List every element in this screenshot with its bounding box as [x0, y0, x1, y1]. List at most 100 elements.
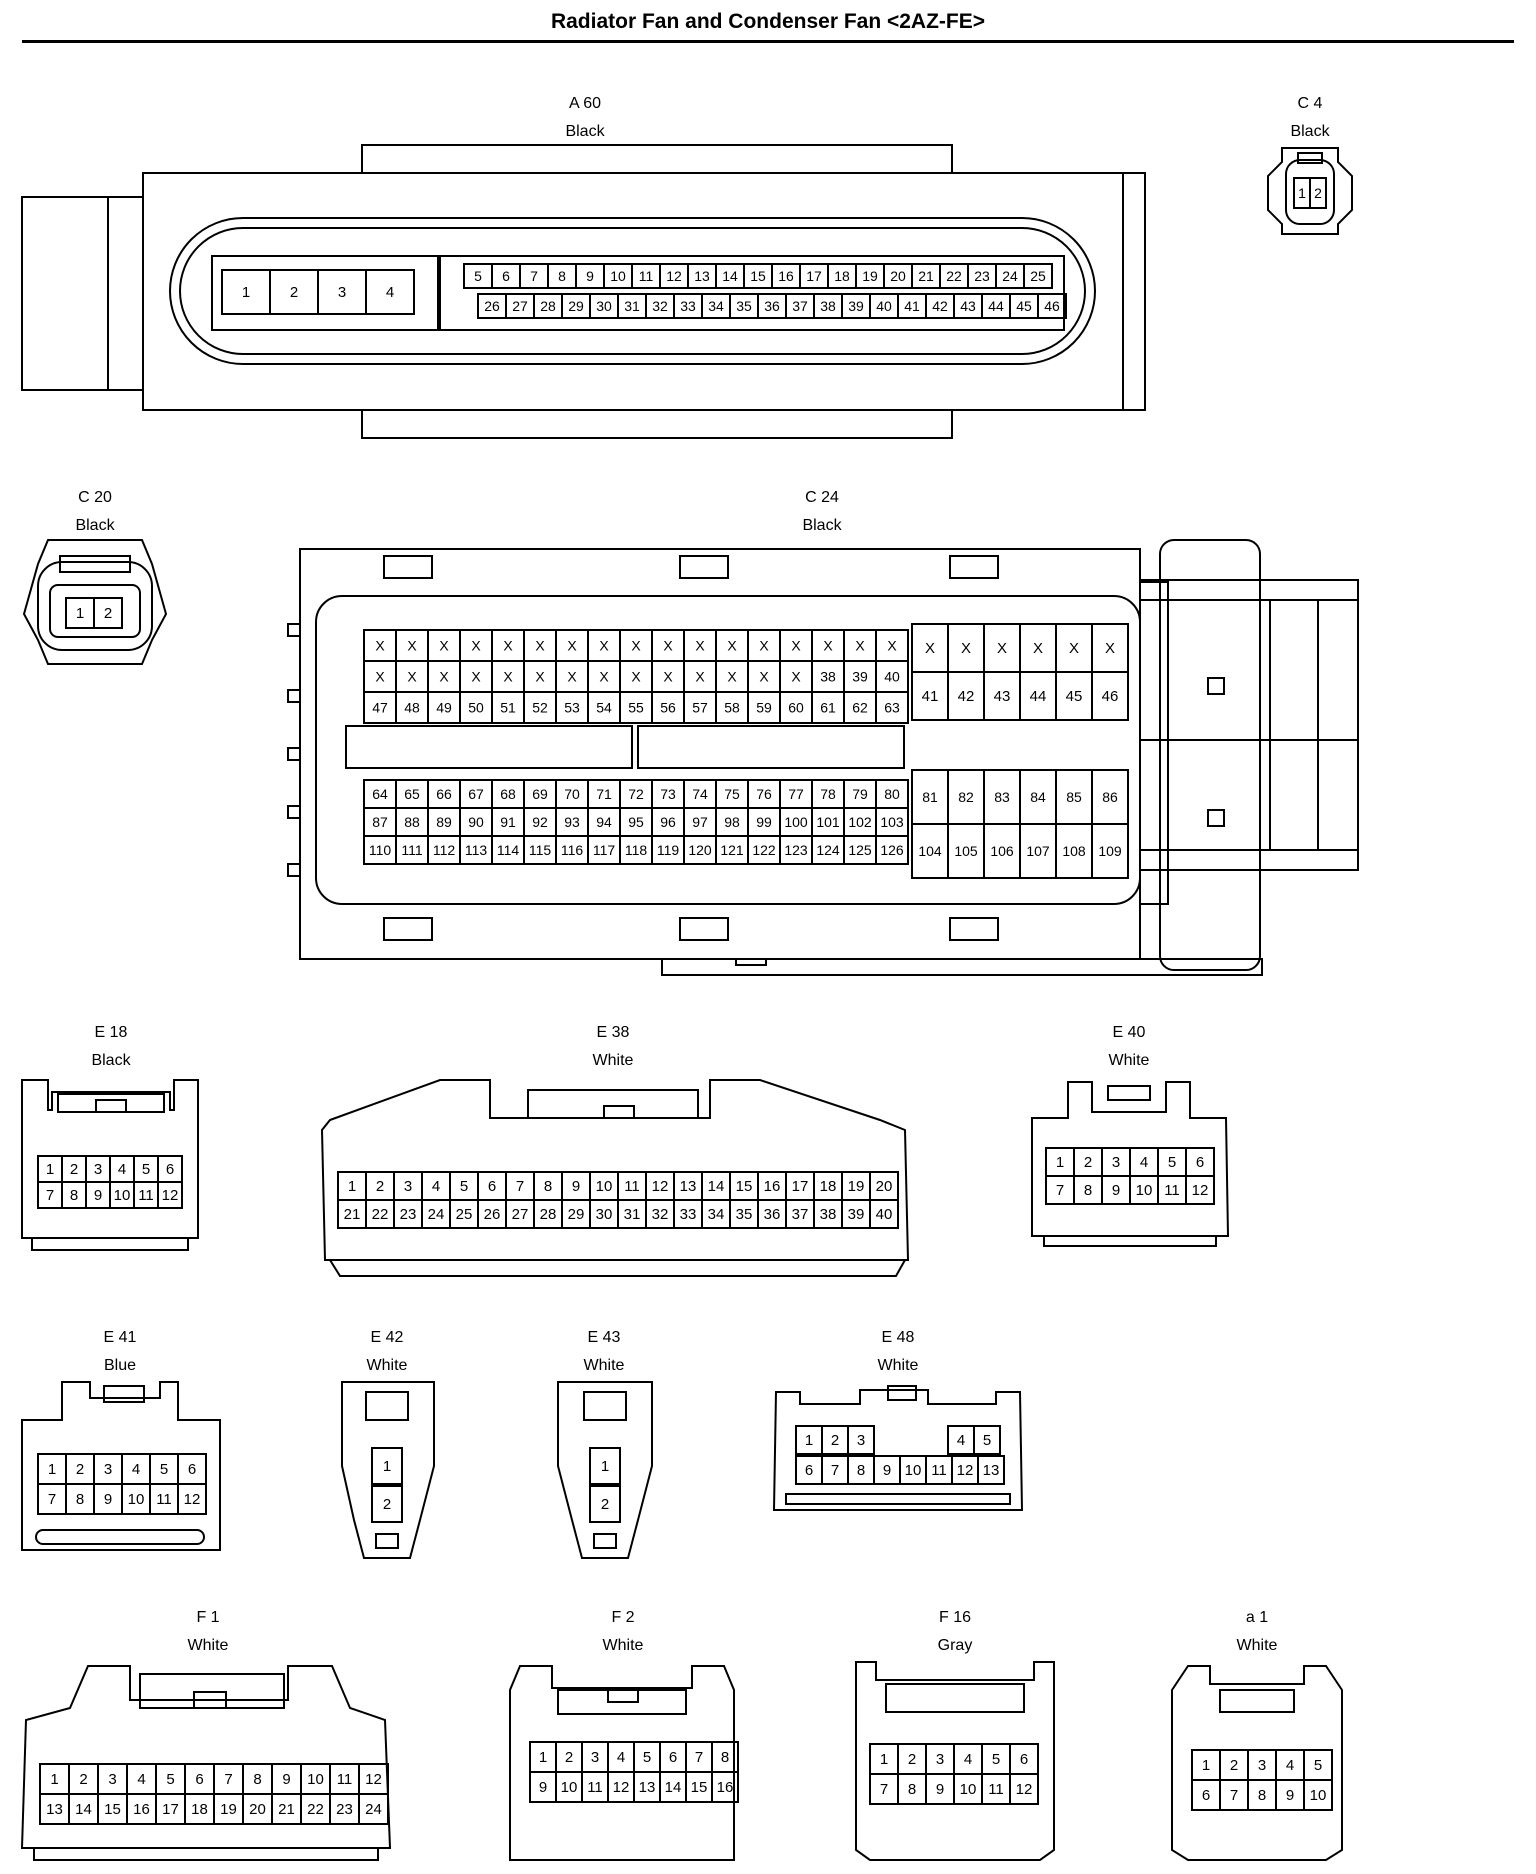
f2-code: F 2	[611, 1609, 634, 1626]
pin-label: 120	[688, 842, 712, 858]
pin-label: 28	[540, 1206, 557, 1223]
pin-label: 10	[596, 1178, 613, 1195]
pin-label: 15	[736, 1178, 753, 1195]
pin-label: 7	[48, 1491, 56, 1508]
pin-label: 25	[1030, 268, 1046, 284]
pin-label: 2	[1084, 1154, 1092, 1171]
pin-label: 5	[474, 268, 482, 284]
pin-label: 3	[108, 1771, 116, 1788]
pin-label: 37	[792, 298, 808, 314]
pin-cell	[177, 1483, 207, 1515]
pin-label: 12	[365, 1771, 382, 1788]
pin-label: 113	[465, 842, 488, 858]
pin-label: 16	[717, 1779, 734, 1796]
pin-label: 53	[564, 700, 580, 716]
pin-cell	[1023, 263, 1053, 289]
pin-label: 20	[249, 1801, 266, 1818]
pin-label: 5	[166, 1771, 174, 1788]
pin-label: X	[631, 669, 641, 685]
pin-label: 34	[708, 1206, 725, 1223]
pin-label: 9	[94, 1187, 102, 1204]
pin-cell	[977, 1455, 1005, 1485]
pin-label: 72	[628, 786, 644, 802]
pin-label: X	[663, 638, 673, 654]
pin-label: 3	[1112, 1154, 1120, 1171]
pin-label: 15	[104, 1801, 121, 1818]
pin-label: 40	[876, 1206, 893, 1223]
pin-label: 10	[610, 268, 626, 284]
pin-label: X	[727, 669, 737, 685]
e42-color: White	[367, 1357, 408, 1374]
pin-label: X	[375, 669, 385, 685]
pin-label: 44	[1030, 688, 1047, 705]
pin-label: 5	[983, 1432, 991, 1449]
pin-label: X	[567, 669, 577, 685]
pin-label: 47	[372, 700, 388, 716]
pin-label: 33	[680, 298, 696, 314]
pin-label: 42	[932, 298, 948, 314]
pin-label: 7	[46, 1187, 54, 1204]
page-title: Radiator Fan and Condenser Fan <2AZ-FE>	[550, 10, 986, 33]
pin-label: 116	[561, 842, 584, 858]
pin-label: 7	[831, 1462, 839, 1479]
pin-label: 1	[242, 284, 250, 301]
pin-cell	[358, 1793, 389, 1825]
f2-color: White	[603, 1637, 644, 1654]
pin-label: 8	[544, 1178, 552, 1195]
pin-label: X	[567, 638, 577, 654]
pin-label: 118	[625, 842, 648, 858]
pin-label: 10	[1136, 1182, 1153, 1199]
pin-label: X	[471, 669, 481, 685]
e48-color: White	[878, 1357, 919, 1374]
pin-label: 95	[628, 814, 644, 830]
pin-label: 78	[820, 786, 836, 802]
pin-cell	[157, 1181, 183, 1209]
pin-label: 12	[184, 1491, 201, 1508]
pin-label: 73	[660, 786, 676, 802]
pin-label: 29	[568, 298, 584, 314]
pin-label: 12	[666, 268, 682, 284]
pin-label: 16	[778, 268, 794, 284]
pin-cell	[371, 1447, 403, 1485]
pin-label: 25	[456, 1206, 473, 1223]
pin-label: 5	[160, 1461, 168, 1478]
c24-color: Black	[802, 517, 842, 534]
pin-label: 3	[857, 1432, 865, 1449]
pin-label: 15	[691, 1779, 708, 1796]
pin-label: 11	[138, 1187, 154, 1204]
pin-label: 6	[805, 1462, 813, 1479]
pin-label: 88	[404, 814, 420, 830]
e43-pins: 12	[589, 1447, 621, 1523]
pin-label: 6	[488, 1178, 496, 1195]
pin-label: 114	[497, 842, 520, 858]
pin-label: X	[997, 640, 1007, 657]
pin-label: 58	[724, 700, 740, 716]
pin-label: 45	[1016, 298, 1032, 314]
pin-label: 1	[50, 1771, 58, 1788]
pin-label: 64	[372, 786, 388, 802]
pin-label: 37	[792, 1206, 809, 1223]
pin-label: X	[759, 638, 769, 654]
pin-label: 30	[596, 1206, 613, 1223]
pin-label: 7	[1230, 1787, 1238, 1804]
pin-label: 1	[539, 1749, 547, 1766]
pin-label: 63	[884, 700, 900, 716]
pin-label: 20	[890, 268, 906, 284]
connector-e43: E 43 White 12	[557, 1329, 653, 1559]
pin-label: 2	[70, 1161, 78, 1178]
pin-label: 9	[282, 1771, 290, 1788]
pin-cell	[847, 1425, 875, 1455]
pin-label: 6	[669, 1749, 677, 1766]
pin-cell	[1303, 1779, 1333, 1811]
pin-label: 8	[721, 1749, 729, 1766]
pin-label: 24	[1002, 268, 1018, 284]
pin-label: 106	[990, 843, 1014, 859]
pin-label: 30	[596, 298, 612, 314]
pin-label: 13	[694, 268, 710, 284]
pin-label: 39	[848, 1206, 865, 1223]
pin-label: 17	[792, 1178, 809, 1195]
